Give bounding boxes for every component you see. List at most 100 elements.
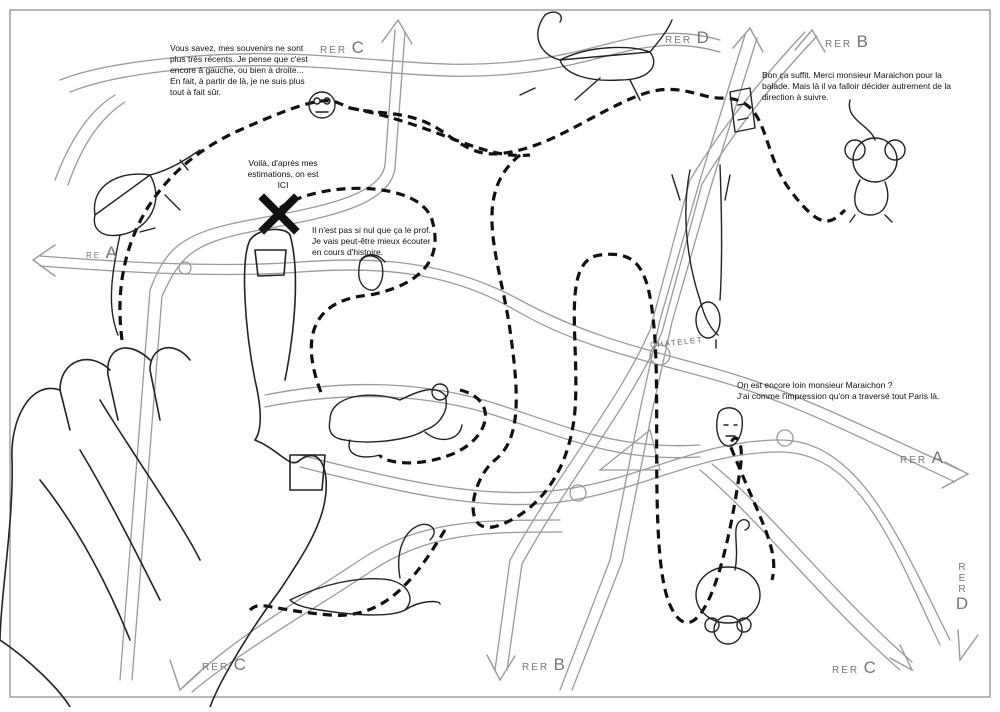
rer-letter-e: E	[958, 573, 966, 584]
speech-line: On est encore loin monsieur Maraichon ?	[737, 380, 893, 390]
speech-voila: Voilà, d'après mes estimations, on est I…	[238, 158, 328, 191]
rer-label-bottom-c-left: RER C	[202, 655, 246, 675]
rer-letter: D	[696, 28, 709, 47]
arrow-down	[957, 629, 979, 662]
speech-line: Je vais peut-être mieux écouter	[312, 236, 431, 246]
arrow-left	[31, 244, 56, 277]
rer-prefix: RER	[832, 665, 860, 676]
location-x-marker-icon	[258, 193, 300, 235]
rer-letter: A	[105, 243, 117, 262]
rer-label-bottom-c-right: RER C	[832, 658, 876, 678]
junction-circle	[178, 261, 192, 275]
face-drawing	[308, 91, 336, 119]
rer-prefix: RER	[825, 39, 853, 50]
speech-line: estimations, on est	[247, 169, 319, 179]
speech-prof: Il n'est pas si nul que ça le prof. Je v…	[312, 225, 462, 258]
rat-drawing	[671, 164, 731, 349]
face-drawing	[358, 254, 386, 291]
speech-line: Il n'est pas si nul que ça le prof.	[312, 225, 431, 235]
rer-prefix: RER	[665, 35, 693, 46]
rer-d-line-inner	[571, 37, 758, 691]
junction-circle	[649, 344, 671, 366]
map-line-low-inner	[299, 451, 941, 646]
rer-d-line	[559, 34, 746, 691]
rer-label-bottom-b: RER B	[522, 655, 565, 675]
rer-map-lines	[39, 29, 961, 693]
rer-letter: C	[233, 655, 246, 674]
route-segment	[118, 87, 847, 341]
rat-drawing	[289, 523, 441, 616]
arrow-up	[794, 28, 826, 53]
frame-border	[9, 9, 991, 698]
map-line-bottom-right	[699, 463, 913, 671]
route-segment	[248, 529, 447, 617]
rer-label-top-d: RER D	[665, 28, 709, 48]
arrow-right	[941, 461, 970, 489]
rer-prefix: RE	[86, 251, 102, 260]
face-drawing	[729, 87, 756, 133]
speech-line: Vous savez, mes souvenirs ne sont	[170, 43, 304, 53]
rer-prefix: RER	[320, 45, 348, 56]
junction-circle	[569, 484, 587, 502]
speech-line: plus très récents. Je pense que c'est	[170, 54, 308, 64]
junction-circle	[776, 429, 794, 447]
map-line-low	[299, 439, 951, 641]
speech-line: En fait, à partir de là, je ne suis plus	[170, 76, 305, 86]
arrow-down	[889, 644, 914, 672]
dashed-route	[118, 87, 847, 625]
rer-prefix: RER	[900, 455, 928, 466]
rer-b-line	[494, 31, 806, 671]
rer-letter-r: R	[958, 562, 966, 573]
rer-letter-r: R	[958, 584, 966, 595]
map-line-mid	[264, 383, 701, 447]
rer-prefix: RER	[522, 662, 550, 673]
speech-line: ICI	[277, 180, 289, 190]
rer-prefix: RER	[202, 662, 230, 673]
speech-line: balade. Mais là il va falloir décider au…	[762, 81, 951, 91]
rer-a-line-inner	[39, 265, 956, 483]
speech-line: J'ai comme l'impression qu'on a traversé…	[737, 391, 940, 401]
arrow-down	[486, 654, 516, 682]
speech-line: Bon ça suffit. Merci monsieur Maraichon …	[762, 70, 942, 80]
speech-loin: On est encore loin monsieur Maraichon ? …	[737, 380, 977, 402]
rer-label-top-b: RER B	[825, 32, 868, 52]
rer-arrowheads	[31, 18, 979, 692]
arrow-up	[732, 26, 764, 53]
rer-b-line-inner	[506, 35, 818, 671]
rer-letter: C	[863, 658, 876, 677]
rer-label-right-a: RER A	[900, 448, 943, 468]
speech-line: Voilà, d'après mes	[248, 158, 318, 168]
speech-suffit: Bon ça suffit. Merci monsieur Maraichon …	[762, 70, 987, 103]
rer-letter: D	[955, 594, 969, 613]
rer-letter: C	[351, 38, 364, 57]
map-line-bottom-left	[179, 519, 561, 691]
route-segment	[349, 106, 531, 158]
rer-c-line	[119, 29, 396, 681]
rer-label-right-d: R E R D	[955, 562, 969, 613]
speech-line: encore à gauche, ou bien à droite...	[170, 65, 304, 75]
rer-c-line-inner	[131, 31, 406, 681]
face-drawing	[716, 407, 743, 447]
speech-souvenirs: Vous savez, mes souvenirs ne sont plus t…	[170, 43, 345, 98]
route-segment	[471, 153, 776, 625]
mouse-drawing	[695, 519, 761, 645]
speech-line: en cours d'histoire.	[312, 247, 384, 257]
rer-letter: A	[931, 448, 943, 467]
route-segment	[279, 186, 437, 396]
rer-a-line	[39, 255, 961, 471]
arrow-up	[381, 18, 413, 45]
map-line-top-inner	[69, 44, 721, 93]
rat-drawing	[93, 149, 201, 336]
map-line-top	[59, 32, 721, 81]
route-segment	[378, 388, 488, 465]
map-line-mid-inner	[264, 395, 701, 459]
rer-label-left-a: RE A	[86, 243, 117, 263]
map-line-bottom-left-inner	[191, 531, 563, 693]
rer-label-top-c: RER C	[320, 38, 364, 58]
rat-drawing	[328, 383, 463, 458]
rer-letter: B	[856, 32, 868, 51]
rer-letter: B	[553, 655, 565, 674]
hand-drawing	[0, 228, 328, 708]
mouse-drawing	[844, 99, 906, 223]
